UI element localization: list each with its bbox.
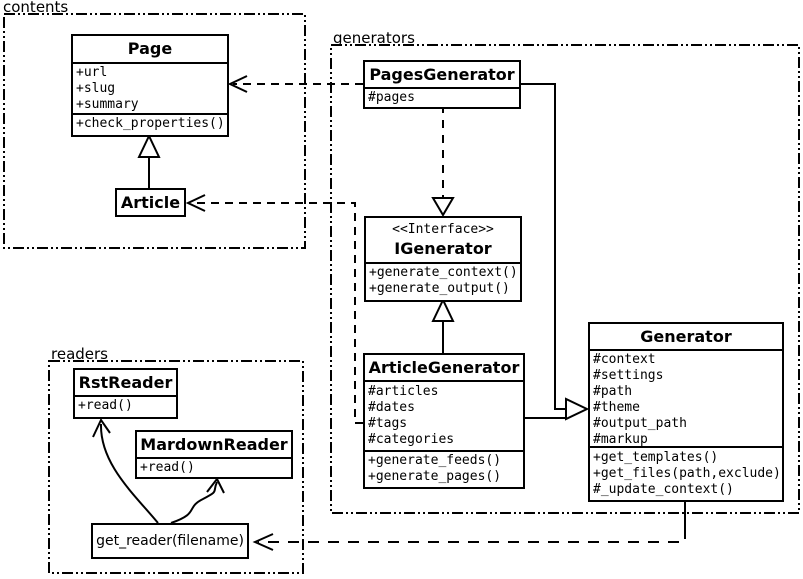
attribute-row: #context <box>593 352 656 367</box>
method-row: #_update_context() <box>593 482 734 497</box>
class-page-attributes: +url +slug +summary <box>73 62 227 113</box>
attribute-row: +url <box>76 65 108 80</box>
class-page-title: Page <box>127 39 173 58</box>
attribute-row: #settings <box>593 368 664 383</box>
open-arrowhead-icon <box>92 418 111 438</box>
package-contents-border <box>3 13 306 249</box>
hollow-triangle-icon <box>565 397 590 421</box>
class-page: Page +url +slug +summary +check_properti… <box>71 34 229 137</box>
hollow-triangle-icon <box>137 133 161 158</box>
attribute-row: #articles <box>368 384 439 399</box>
method-row: +generate_feeds() <box>368 453 502 468</box>
method-row: +read() <box>78 398 133 413</box>
class-rstreader-methods: +read() <box>75 395 176 417</box>
class-pagesgenerator: PagesGenerator #pages <box>363 60 521 109</box>
class-page-methods: +check_properties() <box>73 113 227 135</box>
attribute-row: #tags <box>368 416 408 431</box>
function-get-reader-label: get_reader(filename) <box>96 533 244 549</box>
open-arrowhead-icon <box>206 477 225 494</box>
function-get-reader-box: get_reader(filename) <box>91 523 249 559</box>
class-rstreader: RstReader +read() <box>73 368 178 419</box>
class-mardownreader-methods: +read() <box>137 457 291 477</box>
edge-getreader-to-mardownreader <box>170 477 225 524</box>
edge-articlegenerator-to-article <box>185 194 363 424</box>
class-article: Article <box>115 188 186 217</box>
class-articlegenerator-attributes: #articles #dates #tags #categories <box>365 380 523 450</box>
attribute-row: +summary <box>76 97 139 112</box>
attribute-row: #markup <box>593 432 648 446</box>
package-label-contents: contents <box>3 0 69 16</box>
class-igenerator: <<Interface>> IGenerator +generate_conte… <box>364 216 522 302</box>
class-articlegenerator: ArticleGenerator #articles #dates #tags … <box>363 353 525 489</box>
package-generators-border <box>330 44 800 514</box>
edge-pagesgenerator-to-page <box>227 75 363 93</box>
class-article-title: Article <box>120 193 181 212</box>
package-readers-border <box>48 360 304 574</box>
attribute-row: #dates <box>368 400 415 415</box>
edge-article-to-page <box>137 133 161 188</box>
method-row: +get_templates() <box>593 450 719 465</box>
class-generator-attributes: #context #settings #path #theme #output_… <box>590 349 782 446</box>
class-articlegenerator-title: ArticleGenerator <box>368 358 520 377</box>
edge-articlegenerator-to-igenerator <box>431 297 455 353</box>
open-arrowhead-icon <box>227 75 248 93</box>
edge-getreader-to-rstreader <box>92 418 159 524</box>
edge-generator-to-getreader <box>252 500 686 551</box>
class-generator: Generator #context #settings #path #them… <box>588 322 784 502</box>
method-row: +generate_context() <box>369 265 518 280</box>
class-mardownreader-title: MardownReader <box>140 435 288 454</box>
class-generator-methods: +get_templates() +get_files(path,exclude… <box>590 446 782 500</box>
method-row: +check_properties() <box>76 116 225 131</box>
class-mardownreader: MardownReader +read() <box>135 430 293 479</box>
open-arrowhead-icon <box>185 194 206 212</box>
class-pagesgenerator-title: PagesGenerator <box>369 65 515 84</box>
attribute-row: #theme <box>593 400 640 415</box>
edge-articlegenerator-to-generator <box>525 397 590 421</box>
method-row: +generate_output() <box>369 281 510 296</box>
hollow-triangle-icon <box>431 197 455 217</box>
attribute-row: #path <box>593 384 633 399</box>
attribute-row: #output_path <box>593 416 687 431</box>
method-row: +read() <box>140 460 195 475</box>
open-arrowhead-icon <box>252 533 274 551</box>
attribute-row: #pages <box>368 90 415 105</box>
edge-pagesgenerator-to-generator <box>521 83 566 410</box>
class-igenerator-methods: +generate_context() +generate_output() <box>366 262 520 300</box>
class-generator-title: Generator <box>640 327 732 346</box>
method-row: +get_files(path,exclude) <box>593 466 781 481</box>
class-rstreader-title: RstReader <box>78 373 173 392</box>
class-articlegenerator-methods: +generate_feeds() +generate_pages() <box>365 450 523 487</box>
class-pagesgenerator-attributes: #pages <box>365 87 519 107</box>
attribute-row: #categories <box>368 432 455 447</box>
method-row: +generate_pages() <box>368 469 502 484</box>
class-igenerator-stereotype: <<Interface>> <box>392 222 494 237</box>
package-label-generators: generators <box>333 29 415 47</box>
hollow-triangle-icon <box>431 297 455 322</box>
attribute-row: +slug <box>76 81 116 96</box>
edge-pagesgenerator-to-igenerator <box>431 105 455 217</box>
class-igenerator-title: IGenerator <box>394 239 492 258</box>
package-label-readers: readers <box>51 345 108 363</box>
